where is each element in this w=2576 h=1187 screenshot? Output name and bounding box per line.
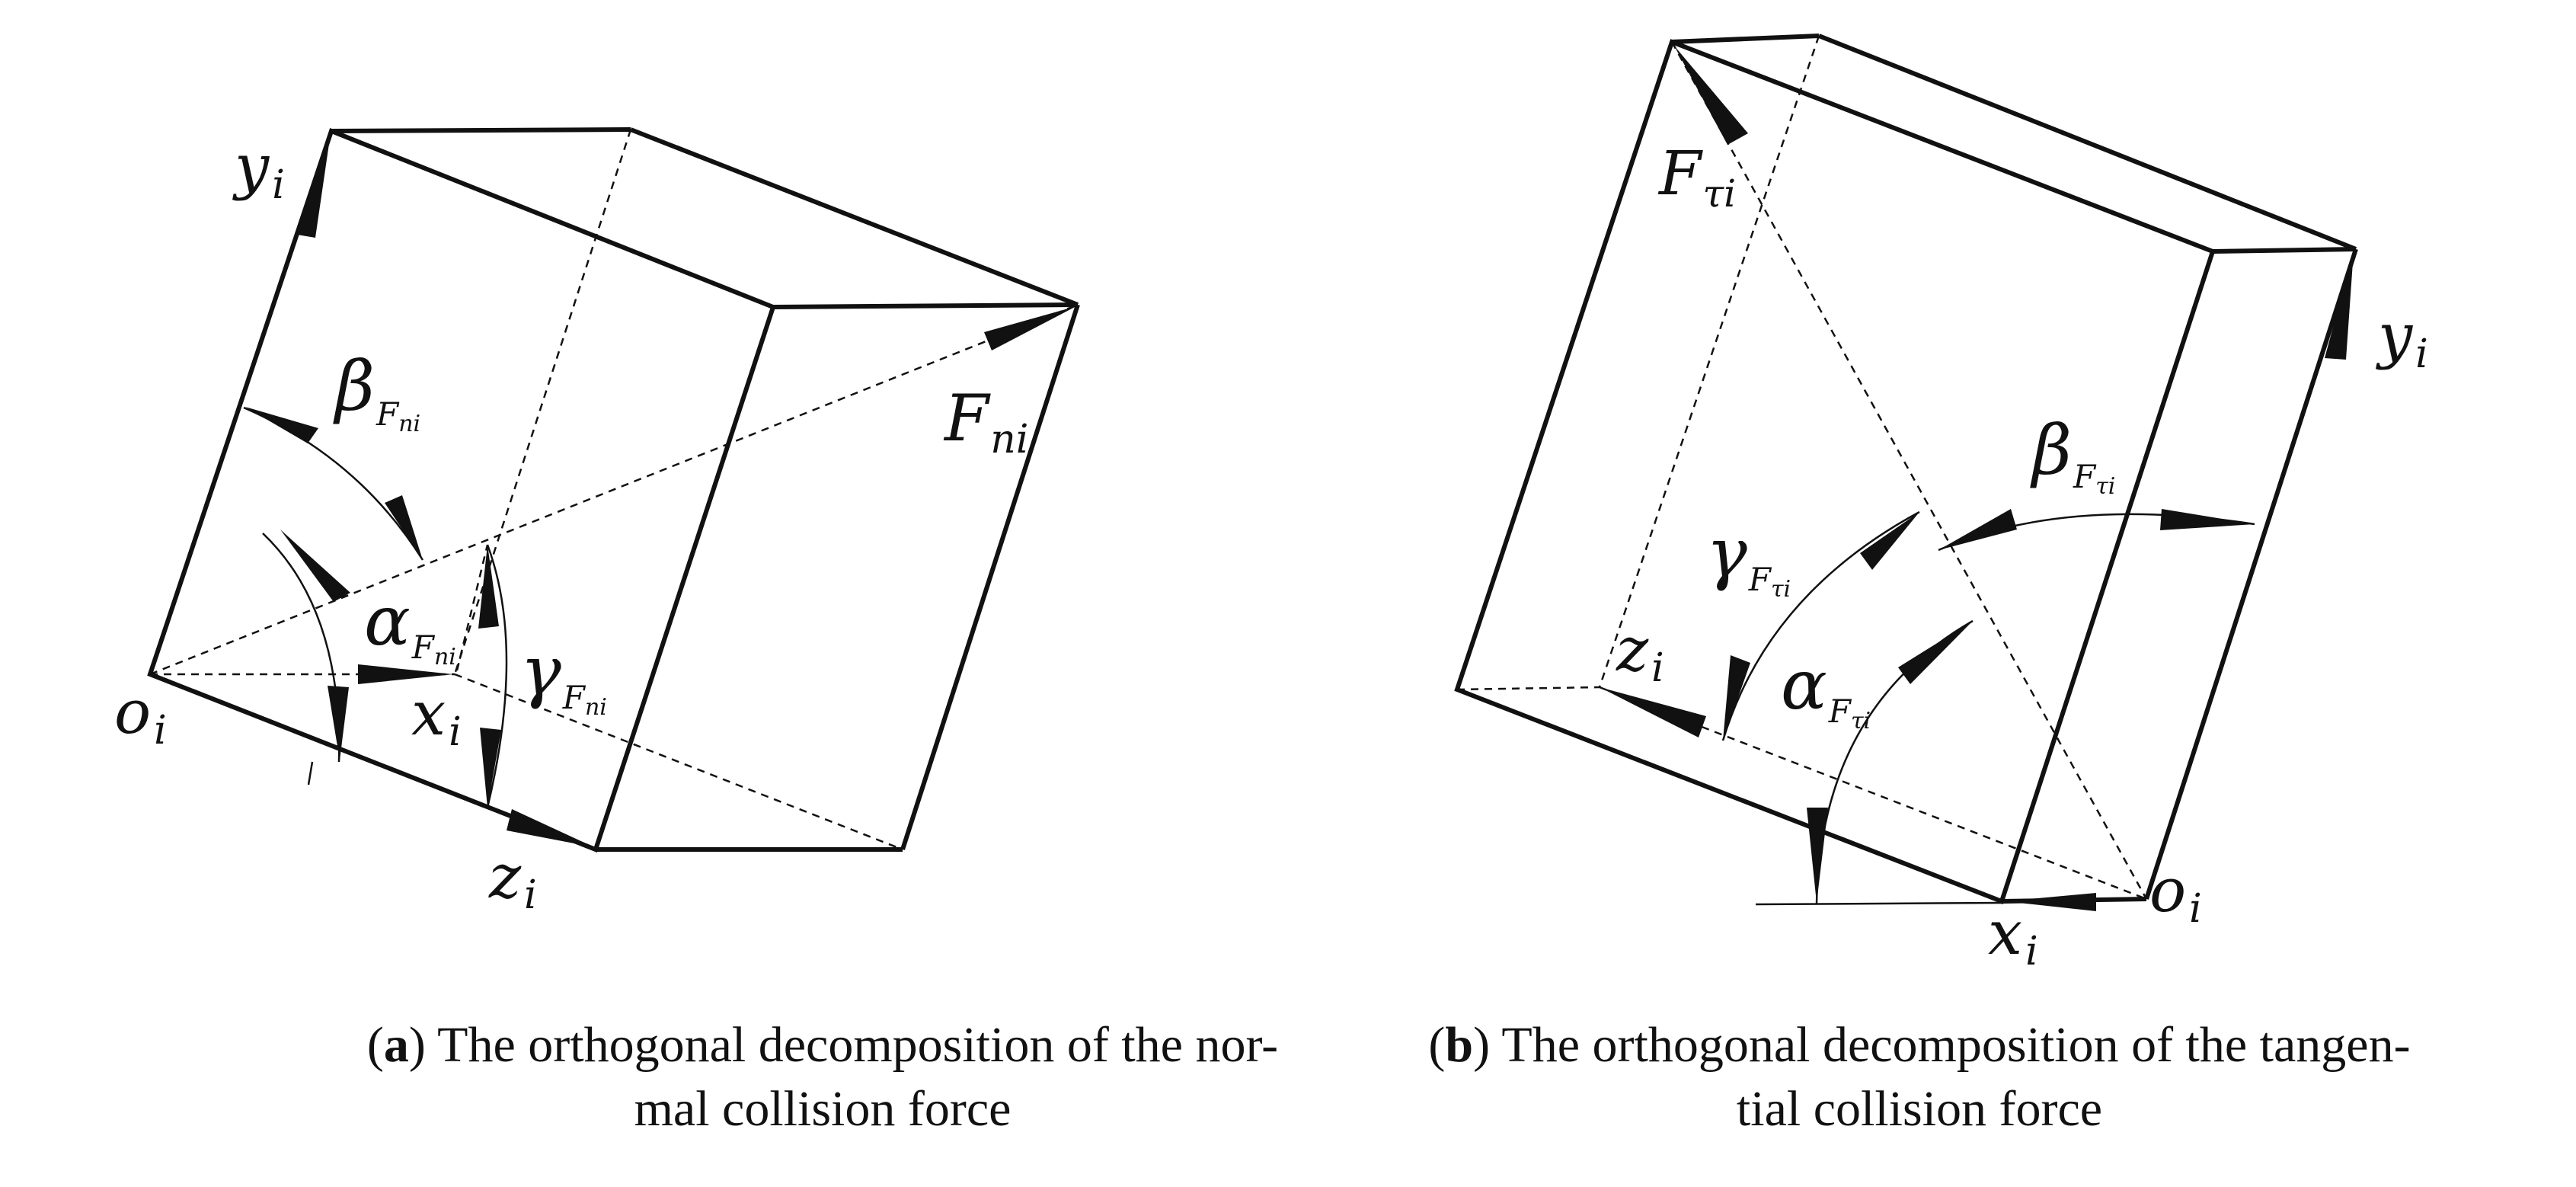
- figure-a-normal-force: yi βFni αFni γFni xi oi zi Fni: [114, 127, 1080, 918]
- z-axis-label-a: zi: [488, 841, 537, 918]
- caption-a-line1: The orthogonal decomposition of the nor-: [437, 1017, 1279, 1073]
- force-label-b: Fτi: [1657, 138, 1736, 216]
- x-axis-arrowhead-a: [358, 664, 453, 684]
- angle-arrowheads-a: [245, 407, 501, 808]
- beta-label-b: βFτi: [2030, 411, 2115, 500]
- angle-arrowheads-b: [1723, 509, 2255, 903]
- y-axis-arrowhead-a: [297, 133, 331, 238]
- caption-a: (a) The orthogonal decomposition of the …: [366, 1017, 1279, 1137]
- force-label-a: Fni: [943, 381, 1028, 462]
- beta-label-a: βFni: [333, 347, 420, 437]
- gamma-label-b: γFτi: [1706, 514, 1791, 603]
- caption-b-tag: b: [1445, 1017, 1474, 1073]
- z-axis-arrowhead-b: [1600, 687, 1706, 737]
- y-axis-label-a: yi: [232, 131, 285, 208]
- origin-label-a: oi: [114, 677, 167, 753]
- z-axis-arrowhead-a: [507, 809, 594, 847]
- axis-arrows-a: [297, 133, 1076, 847]
- box-b-thin-lines: [1755, 901, 2002, 906]
- caption-b: (b) The orthogonal decomposition of the …: [1428, 1017, 2411, 1137]
- box-a-solid-edges: [147, 127, 1080, 853]
- caption-a-tag: a: [383, 1017, 409, 1073]
- force-arrowhead-a: [984, 306, 1076, 350]
- caption-b-line2: tial collision force: [1736, 1081, 2103, 1137]
- alpha-label-b: αFτi: [1781, 645, 1871, 734]
- x-axis-label-a: xi: [411, 678, 462, 755]
- caption-a-line2: mal collision force: [634, 1081, 1012, 1137]
- box-b-solid-edges: [1454, 34, 2358, 904]
- y-axis-arrowhead-b: [2325, 251, 2354, 360]
- y-axis-label-b: yi: [2376, 300, 2428, 377]
- force-arrowhead-b: [1674, 46, 1748, 145]
- gamma-label-a: γFni: [520, 632, 607, 721]
- caption-b-line1: The orthogonal decomposition of the tang…: [1501, 1017, 2411, 1073]
- z-axis-label-b: zi: [1616, 614, 1664, 691]
- figure-b-tangential-force: Fτi yi βFτi γFτi αFτi zi xi oi: [1454, 34, 2428, 974]
- alpha-label-a: αFni: [364, 581, 456, 670]
- x-axis-label-b: xi: [1988, 897, 2038, 974]
- origin-label-b: oi: [2149, 855, 2202, 932]
- axis-arrows-b: [1600, 46, 2354, 911]
- x-axis-arrowhead-b: [2005, 893, 2096, 911]
